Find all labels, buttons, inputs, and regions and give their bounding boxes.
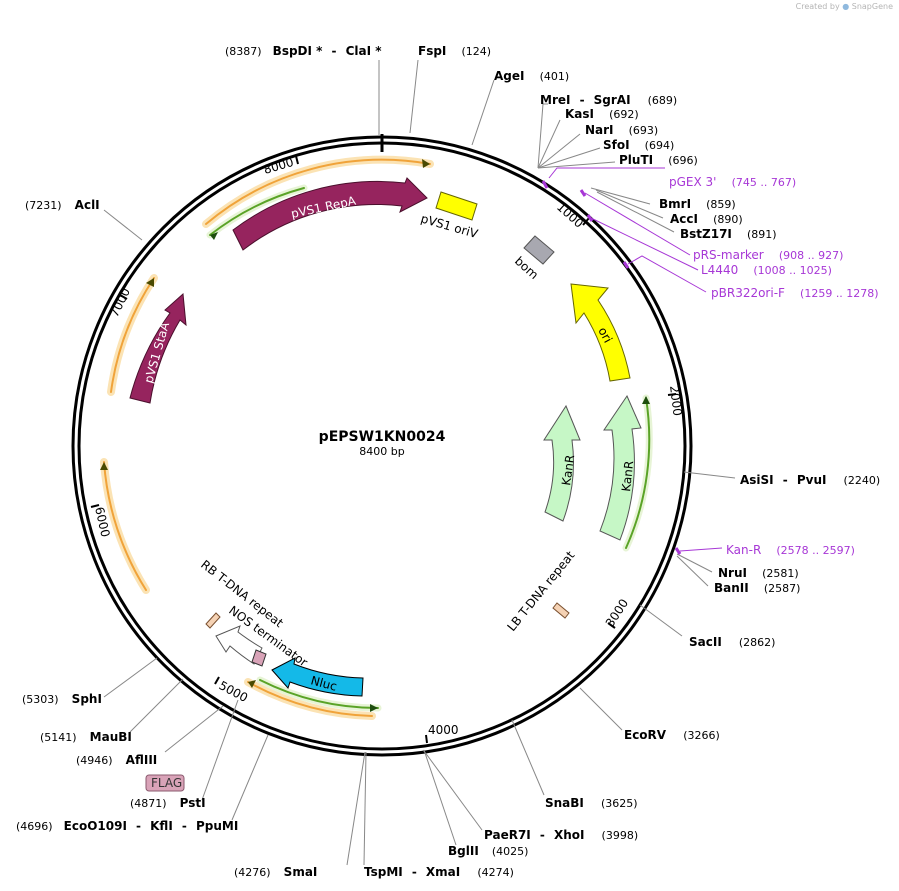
site-snabi: SnaBI (3625) (545, 792, 638, 811)
primer-pbr322ori-f: pBR322ori-F (1259 .. 1278) (711, 282, 879, 301)
site-bstz17i: BstZ17I (891) (680, 223, 777, 242)
primer-prs-marker: pRS-marker (908 .. 927) (693, 244, 843, 263)
snapgene-credit: Created by ● SnapGene (796, 2, 893, 11)
site-acci: AccI (890) (670, 208, 743, 227)
plasmid-name: pEPSW1KN0024 (319, 429, 446, 445)
site-labels: (8387) BspDI * - ClaI * FspI (124) AgeI … (16, 40, 880, 880)
feature-kanr-inner: KanR (543, 404, 581, 522)
ruler-4000: 4000 (428, 723, 459, 737)
feature-label-flag: FLAG (151, 776, 182, 790)
site-maubi: (5141) MauBI (40, 726, 132, 745)
site-nrui: NruI (2581) (718, 562, 799, 581)
feature-pvs1-oriv: pVS1 oriV (419, 191, 480, 241)
site-asisi: AsiSI - PvuI (2240) (740, 469, 880, 488)
site-nari: NarI (693) (585, 119, 658, 138)
site-tspmi: TspMI - XmaI (4274) (364, 861, 514, 880)
feature-label-lb-t-dna: LB T-DNA repeat (504, 548, 577, 634)
feature-kanr-outer: KanR (599, 394, 642, 541)
site-paer7i: PaeR7I - XhoI (3998) (484, 824, 638, 843)
site-ecorv: EcoRV (3266) (624, 724, 720, 743)
site-sacii: SacII (2862) (689, 631, 775, 650)
site-psti: (4871) PstI (130, 792, 206, 811)
inner-orf-arcs (206, 184, 653, 712)
site-bspdi: (8387) BspDI * - ClaI * (225, 40, 382, 59)
site-leaders (103, 59, 736, 866)
site-mrei: MreI - SgrAI (689) (540, 89, 677, 108)
feature-label-ori: ori (595, 325, 615, 345)
ruler-1000: 1000 (554, 200, 586, 231)
feature-label-kanr-2: KanR (619, 460, 636, 492)
site-sfoi: SfoI (694) (603, 134, 674, 153)
feature-label-kanr-1: KanR (559, 454, 577, 487)
feature-label-nluc: Nluc (309, 673, 338, 693)
feature-lb-t-dna-repeat: LB T-DNA repeat (504, 548, 577, 634)
site-fspi: FspI (124) (418, 40, 491, 59)
feature-ori: ori (570, 283, 631, 382)
feature-nluc: Nluc (271, 657, 364, 697)
site-sphi: (5303) SphI (22, 688, 102, 707)
primer-pgex3: pGEX 3' (745 .. 767) (669, 171, 796, 190)
feature-flag: FLAG (145, 774, 185, 792)
credit-prefix: Created by (795, 2, 840, 11)
feature-bom: bom (512, 235, 555, 282)
credit-brand: SnapGene (851, 2, 893, 11)
site-agei: AgeI (401) (494, 65, 569, 84)
site-pluti: PluTI (696) (619, 149, 698, 168)
primer-l4440: L4440 (1008 .. 1025) (701, 259, 832, 278)
ruler-7000: 7000 (107, 286, 133, 320)
primer-labels: pGEX 3' (745 .. 767) pRS-marker (908 .. … (669, 171, 879, 558)
site-afliii: (4946) AflIII (76, 749, 157, 768)
orf-arrow-top (422, 159, 430, 168)
orf-arcs (100, 155, 434, 720)
site-kasi: KasI (692) (565, 103, 639, 122)
site-bmri: BmrI (859) (659, 193, 736, 212)
primer-leaders (541, 167, 723, 555)
site-smai: (4276) SmaI (234, 861, 317, 880)
site-bglii: BglII (4025) (448, 840, 528, 859)
primer-kan-r: Kan-R (2578 .. 2597) (726, 539, 855, 558)
site-acli: (7231) AclI (25, 194, 100, 213)
plasmid-length: 8400 bp (359, 445, 404, 458)
ruler-2000: 2000 (667, 385, 685, 417)
site-banii: BanII (2587) (714, 577, 800, 596)
site-ecoo109i: (4696) EcoO109I - KflI - PpuMI (16, 815, 238, 834)
snapgene-logo-icon: ● (842, 2, 850, 11)
ruler-6000: 6000 (92, 506, 113, 539)
